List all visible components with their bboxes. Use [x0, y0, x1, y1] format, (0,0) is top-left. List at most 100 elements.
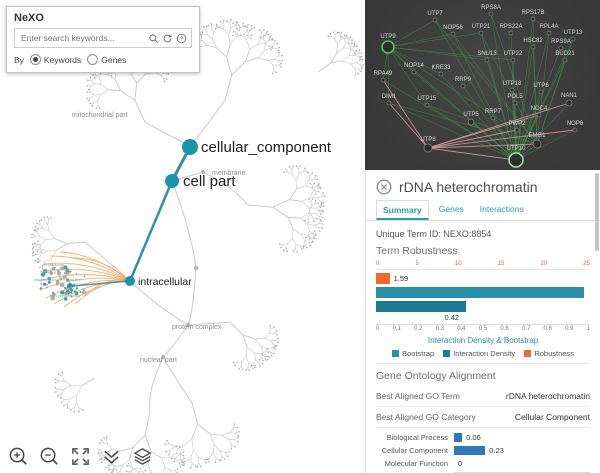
- gene-network-canvas[interactable]: UTP7 RPS8A RPS17B NOP56 UTP21 RPS22A RPL4A UTP1…: [365, 0, 600, 170]
- fit-to-screen-button[interactable]: [70, 446, 91, 467]
- gene-node-label[interactable]: UTP13: [564, 30, 583, 36]
- tab-summary[interactable]: Summary: [376, 200, 429, 220]
- gene-node-label[interactable]: RPS22A: [499, 24, 522, 30]
- gene-node[interactable]: [460, 83, 466, 89]
- by-label: By: [14, 54, 24, 65]
- radio-circle-icon[interactable]: [87, 54, 99, 65]
- gene-node-label[interactable]: BUD21: [555, 51, 575, 57]
- gene-node[interactable]: [570, 36, 576, 42]
- gene-node[interactable]: [450, 31, 456, 37]
- gene-node-label[interactable]: UTP10: [507, 146, 526, 152]
- tree-small-label[interactable]: membrane: [212, 170, 246, 177]
- gene-node[interactable]: [386, 100, 392, 106]
- gene-node-label[interactable]: UTP9: [380, 34, 396, 40]
- gene-node-label[interactable]: RRP7: [485, 109, 502, 115]
- radio-genes[interactable]: Genes: [87, 54, 126, 65]
- gene-node-label[interactable]: RPS8A: [481, 5, 501, 11]
- gene-node-label[interactable]: SNU13: [477, 51, 497, 57]
- gene-node[interactable]: [380, 77, 386, 83]
- details-scrollbar[interactable]: [595, 173, 599, 469]
- tree-small-label[interactable]: protein complex: [172, 324, 222, 331]
- term-tabs: Summary Genes Interactions: [366, 200, 600, 221]
- tree-node-label[interactable]: intracellular: [138, 276, 192, 288]
- help-icon[interactable]: ?: [176, 33, 187, 44]
- gene-node-label[interactable]: UTP6: [533, 83, 549, 89]
- gene-node[interactable]: [538, 89, 544, 95]
- tree-small-label[interactable]: mitochondrial part: [72, 112, 128, 119]
- gene-node[interactable]: [508, 152, 524, 168]
- gene-node[interactable]: [562, 57, 568, 63]
- tree-node-label[interactable]: cell part: [183, 173, 236, 190]
- gene-node-label[interactable]: UTP18: [503, 81, 522, 87]
- gene-node[interactable]: [488, 11, 494, 17]
- gene-node[interactable]: [546, 30, 552, 36]
- gene-node-label[interactable]: NOC4: [531, 106, 548, 112]
- gene-node-label[interactable]: NOP14: [404, 63, 424, 69]
- gene-node[interactable]: [536, 112, 542, 118]
- gene-node-label[interactable]: RPS9A: [551, 39, 571, 45]
- search-icon[interactable]: [148, 33, 159, 44]
- gene-node-label[interactable]: NOP6: [567, 121, 584, 127]
- zoom-in-button[interactable]: [8, 446, 29, 467]
- gene-node[interactable]: [467, 118, 475, 126]
- gene-node[interactable]: [532, 139, 542, 149]
- tree-node-label[interactable]: cellular_component: [201, 139, 332, 156]
- gene-node[interactable]: [508, 30, 514, 36]
- gene-node-label[interactable]: PWP2: [508, 121, 526, 127]
- layers-button[interactable]: [132, 446, 153, 467]
- gene-node-label[interactable]: UTP22: [504, 51, 523, 57]
- gene-node-label[interactable]: POL5: [507, 94, 523, 100]
- gene-node[interactable]: [411, 69, 417, 75]
- radio-circle-icon[interactable]: [29, 54, 41, 65]
- gene-node[interactable]: [572, 127, 578, 133]
- tree-small-label[interactable]: nuclear part: [140, 357, 177, 364]
- radio-keywords[interactable]: Keywords: [29, 54, 81, 65]
- gene-node-label[interactable]: UTP8: [420, 137, 436, 143]
- gene-node[interactable]: [530, 16, 536, 22]
- gene-node[interactable]: [490, 115, 496, 121]
- gene-node-label[interactable]: NOP56: [443, 25, 463, 31]
- gene-node-label[interactable]: UTP15: [418, 96, 437, 102]
- gene-node-label[interactable]: RPL4A: [539, 24, 558, 30]
- gene-node[interactable]: [509, 87, 515, 93]
- close-term-icon[interactable]: [376, 179, 392, 195]
- gene-node-label[interactable]: DIM1: [382, 94, 397, 100]
- gene-node[interactable]: [514, 127, 520, 133]
- gene-node-label[interactable]: RPS17B: [521, 10, 544, 16]
- refresh-icon[interactable]: [162, 33, 173, 44]
- gene-node-label[interactable]: UTP21: [472, 24, 491, 30]
- gene-node[interactable]: [438, 71, 444, 77]
- gene-node[interactable]: [423, 143, 433, 153]
- term-body: Unique Term ID: NEXO:8854 Term Robustnes…: [366, 221, 600, 473]
- gene-node[interactable]: [565, 99, 573, 107]
- gene-node-label[interactable]: RPA49: [374, 71, 393, 77]
- gene-node[interactable]: [381, 40, 395, 54]
- expand-collapse-button[interactable]: [101, 446, 122, 467]
- gene-node[interactable]: [558, 45, 564, 51]
- zoom-out-button[interactable]: [39, 446, 60, 467]
- gene-node[interactable]: [424, 102, 430, 108]
- scrollbar-thumb[interactable]: [595, 173, 599, 251]
- tab-genes[interactable]: Genes: [438, 204, 464, 214]
- tab-interactions[interactable]: Interactions: [479, 204, 524, 214]
- gene-node[interactable]: [478, 30, 484, 36]
- gene-node-label[interactable]: EMG1: [528, 133, 546, 139]
- gene-node[interactable]: [510, 57, 516, 63]
- gene-node-label[interactable]: UTP7: [427, 11, 443, 17]
- gene-node-label[interactable]: HSC82: [523, 38, 543, 44]
- go-alignment-title: Gene Ontology Alignment: [376, 370, 496, 382]
- gene-node-label[interactable]: RRP9: [455, 77, 472, 83]
- gene-node-label[interactable]: UTP5: [463, 112, 479, 118]
- gene-node[interactable]: [432, 17, 438, 23]
- gene-node-label[interactable]: KRE33: [431, 65, 451, 71]
- search-input[interactable]: [19, 32, 145, 44]
- gene-node-label[interactable]: NAN1: [561, 93, 578, 99]
- gene-node[interactable]: [530, 44, 536, 50]
- gene-node[interactable]: [512, 100, 518, 106]
- gene-node[interactable]: [484, 57, 490, 63]
